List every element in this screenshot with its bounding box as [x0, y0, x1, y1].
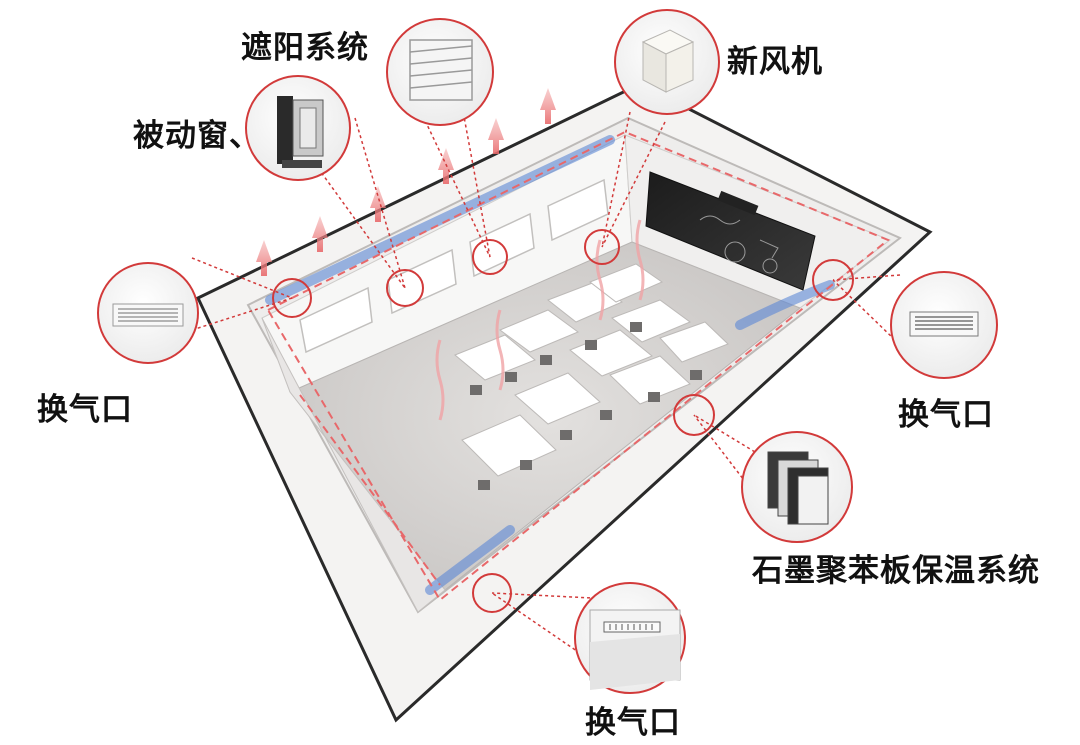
insulation-board-icon [767, 451, 829, 525]
chair [520, 460, 532, 470]
marker-vent-left [272, 278, 312, 318]
marker-shading [472, 239, 508, 275]
chair [648, 392, 660, 402]
left-wall [261, 317, 446, 613]
label-vent-right: 换气口 [898, 397, 994, 433]
chair [600, 410, 612, 420]
label-shading: 遮阳系统 [241, 30, 369, 66]
exhaust-arrow [256, 240, 272, 276]
marker-circles [272, 229, 854, 613]
cool-flow-path [425, 525, 515, 595]
label-passive-window: 被动窗、 [133, 118, 261, 154]
vent-grille-icon [909, 311, 979, 337]
label-insulation: 石墨聚苯板保温系统 [752, 553, 1040, 589]
window [299, 286, 373, 354]
blackboard [645, 171, 816, 291]
fresh-air-unit-icon [641, 29, 695, 93]
warm-airflow [266, 130, 890, 602]
marker-vent-right [812, 259, 854, 301]
marker-insulation [673, 394, 715, 436]
callout-vent-right [890, 271, 998, 379]
desk [461, 414, 557, 477]
vent-grille-icon [112, 303, 184, 327]
desk [609, 355, 691, 405]
window-frame-icon [277, 96, 293, 164]
chair [690, 370, 702, 380]
desk [498, 309, 580, 353]
desk [454, 334, 536, 381]
warm-flow-path [299, 394, 441, 586]
blinds-icon [409, 39, 473, 101]
exhaust-arrow [540, 88, 556, 124]
exhaust-arrow [370, 186, 386, 222]
chair [585, 340, 597, 350]
marker-vent-bottom [472, 573, 512, 613]
callout-vent-left [97, 262, 199, 364]
chairs [470, 322, 702, 490]
warm-flow-loop [266, 130, 890, 602]
chair [478, 480, 490, 490]
ceiling-vent-icon [589, 609, 681, 690]
label-vent-left: 换气口 [37, 392, 133, 428]
chair [470, 385, 482, 395]
chair [560, 430, 572, 440]
window [547, 178, 609, 242]
chair [630, 322, 642, 332]
marker-fresh-air [584, 229, 620, 265]
desk [514, 372, 601, 425]
label-fresh-air-unit: 新风机 [727, 44, 823, 80]
callout-insulation [741, 431, 853, 543]
exhaust-arrow [312, 216, 328, 252]
callout-vent-bottom [574, 582, 686, 694]
marker-passive-window [386, 269, 424, 307]
exhaust-arrow [488, 118, 504, 154]
desk [659, 321, 729, 363]
callout-passive-window [245, 75, 351, 181]
label-vent-bottom: 换气口 [585, 705, 681, 741]
callout-shading [386, 18, 494, 126]
rising-warm-air [435, 219, 645, 421]
blackboard-sketches [699, 215, 779, 274]
desk [569, 329, 653, 377]
cool-flow-path [735, 280, 835, 330]
chair [540, 355, 552, 365]
projector [717, 190, 759, 216]
callout-fresh-air-unit [614, 9, 720, 115]
chair [505, 372, 517, 382]
